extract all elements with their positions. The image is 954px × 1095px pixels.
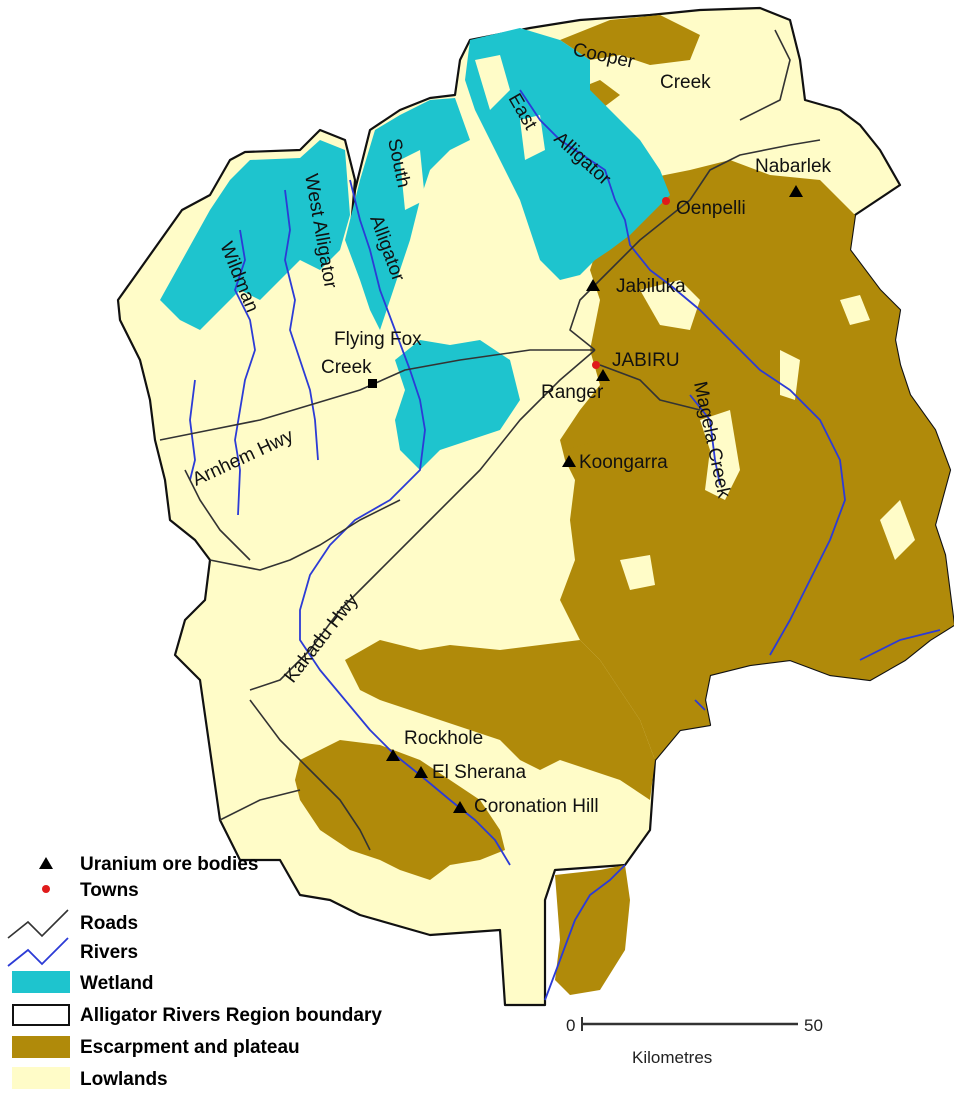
wetland-gaps bbox=[400, 55, 545, 210]
ore-ranger bbox=[596, 369, 610, 381]
ore-bodies bbox=[386, 185, 803, 813]
legend-escarpment-swatch bbox=[12, 1036, 70, 1058]
scale-bar: 0 50 Kilometres bbox=[566, 1016, 823, 1067]
ore-koongarra bbox=[562, 455, 576, 467]
ore-coronation-hill bbox=[453, 801, 467, 813]
label-ranger: Ranger bbox=[541, 382, 604, 403]
label-cooper-creek: Creek bbox=[660, 72, 711, 93]
ore-rockhole bbox=[386, 749, 400, 761]
label-oenpelli: Oenpelli bbox=[676, 198, 746, 219]
ore-el-sherana bbox=[414, 766, 428, 778]
legend-lowlands-label: Lowlands bbox=[80, 1069, 168, 1090]
town-oenpelli bbox=[662, 197, 670, 205]
legend-town-label: Towns bbox=[80, 880, 139, 901]
legend-lowlands-swatch bbox=[12, 1067, 70, 1089]
legend-rivers-symbol bbox=[7, 937, 69, 967]
rivers bbox=[189, 89, 941, 1001]
label-flying-fox-creek: Creek bbox=[321, 357, 372, 378]
legend-roads-symbol bbox=[7, 909, 69, 939]
legend-boundary-swatch bbox=[12, 1004, 70, 1026]
legend-ore-label: Uranium ore bodies bbox=[80, 854, 258, 875]
legend-roads-label: Roads bbox=[80, 913, 138, 934]
legend-escarpment-label: Escarpment and plateau bbox=[80, 1037, 300, 1058]
plateau-gaps bbox=[620, 280, 915, 590]
label-coronation-hill: Coronation Hill bbox=[474, 796, 599, 817]
scale-unit: Kilometres bbox=[632, 1048, 712, 1067]
label-rockhole: Rockhole bbox=[404, 728, 483, 749]
flying-fox-creek-marker bbox=[368, 379, 377, 388]
legend-ore-symbol bbox=[39, 857, 53, 869]
legend-rivers-label: Rivers bbox=[80, 942, 138, 963]
label-el-sherana: El Sherana bbox=[432, 762, 526, 783]
scale-start: 0 bbox=[566, 1016, 575, 1035]
legend-boundary-label: Alligator Rivers Region boundary bbox=[80, 1005, 382, 1026]
scale-end: 50 bbox=[804, 1016, 823, 1035]
ore-nabarlek bbox=[789, 185, 803, 197]
label-jabiru: JABIRU bbox=[612, 350, 680, 371]
label-koongarra: Koongarra bbox=[579, 452, 668, 473]
ore-jabiluka bbox=[586, 279, 600, 291]
town-jabiru bbox=[592, 361, 600, 369]
legend: Uranium ore bodies Towns Roads Rivers We… bbox=[7, 854, 382, 1090]
towns bbox=[592, 197, 670, 369]
legend-wetland-swatch bbox=[12, 971, 70, 993]
label-flying-fox: Flying Fox bbox=[334, 329, 422, 350]
legend-wetland-label: Wetland bbox=[80, 973, 154, 994]
roads bbox=[159, 29, 821, 851]
legend-town-symbol bbox=[42, 885, 50, 893]
label-nabarlek: Nabarlek bbox=[755, 156, 832, 177]
label-jabiluka: Jabiluka bbox=[616, 276, 686, 297]
